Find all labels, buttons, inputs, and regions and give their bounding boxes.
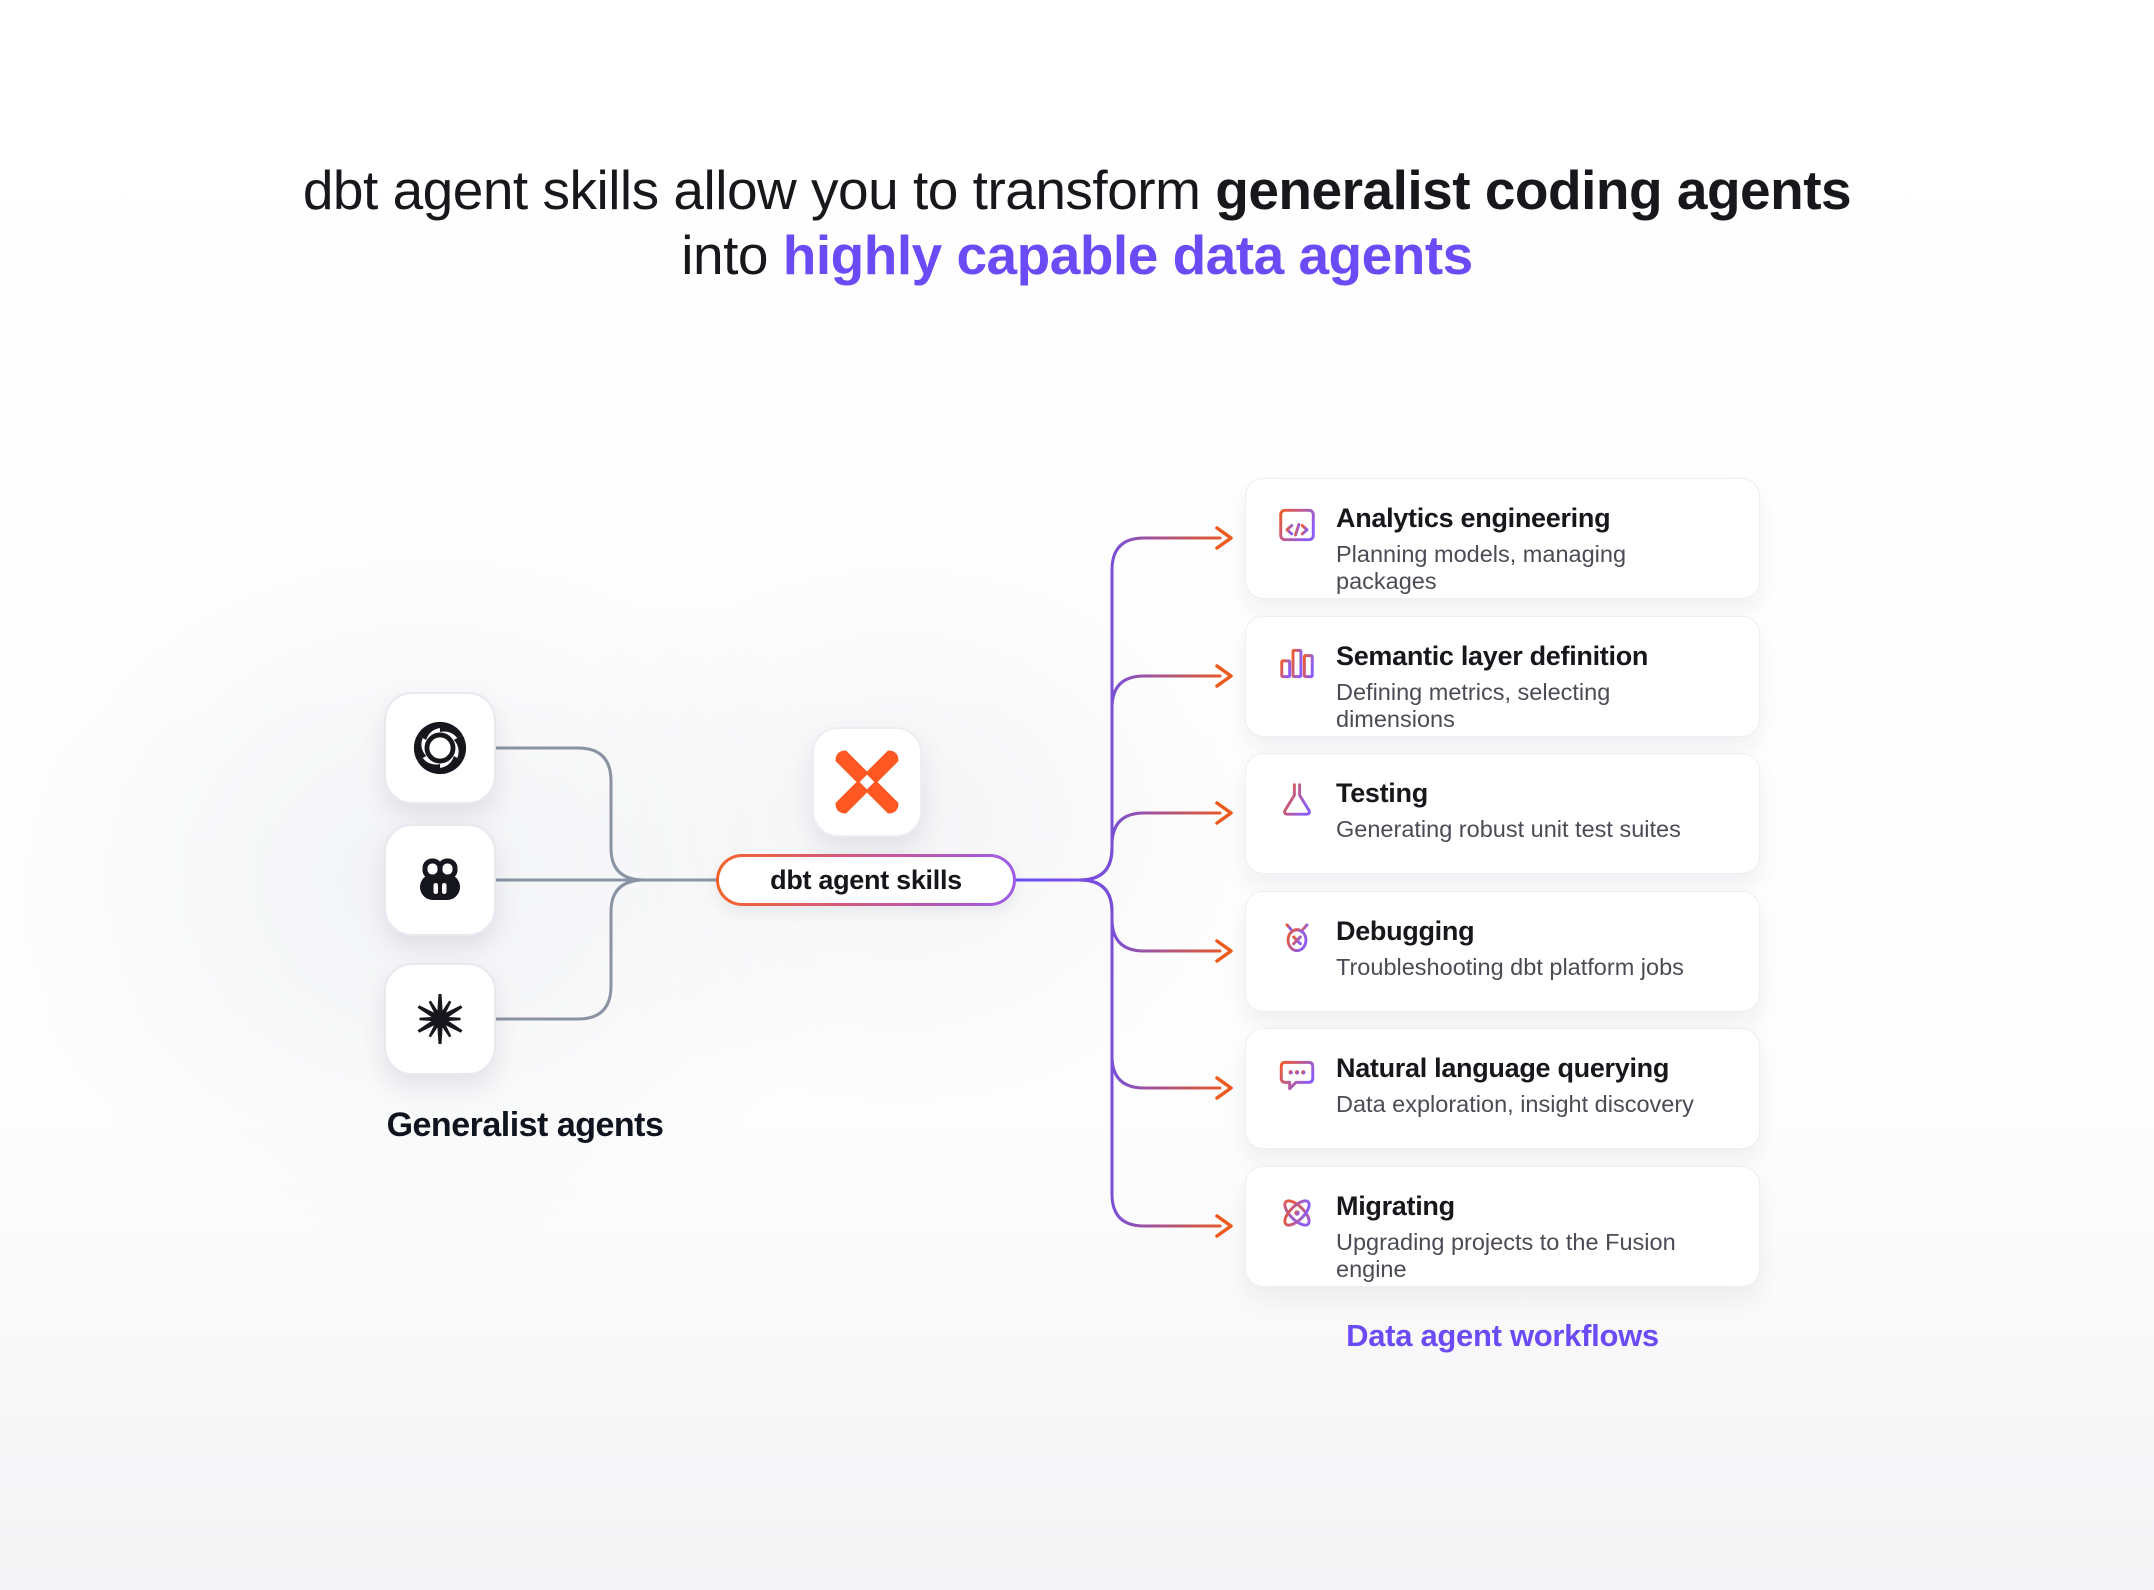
workflow-card-subtitle: Generating robust unit test suites (1336, 816, 1681, 842)
headline-line2: into highly capable data agents (0, 223, 2154, 288)
headline-line1: dbt agent skills allow you to transform … (0, 158, 2154, 223)
dbt-agent-skills-pill-label: dbt agent skills (719, 857, 1013, 903)
chat-bubble-icon (1276, 1054, 1318, 1096)
dbt-agent-skills-pill: dbt agent skills (716, 854, 1016, 906)
agent-tile-github-copilot (384, 824, 496, 936)
arrowheads (1215, 526, 1233, 1238)
generalist-agents-label: Generalist agents (386, 1106, 664, 1144)
workflow-card: Analytics engineering Planning models, m… (1245, 478, 1760, 599)
atom-icon (1276, 1192, 1318, 1234)
agent-tile-openai (384, 692, 496, 804)
workflow-card: Testing Generating robust unit test suit… (1245, 753, 1760, 874)
headline-line2-accent: highly capable data agents (782, 223, 1473, 286)
flask-icon (1276, 779, 1318, 821)
dbt-logo-tile (812, 727, 922, 837)
workflow-card-subtitle: Planning models, managing packages (1336, 541, 1627, 594)
openai-icon (411, 719, 469, 777)
headline: dbt agent skills allow you to transform … (0, 158, 2154, 288)
workflow-card: Natural language querying Data explorati… (1245, 1028, 1760, 1149)
workflow-card: Migrating Upgrading projects to the Fusi… (1245, 1166, 1760, 1287)
headline-line1-normal: dbt agent skills allow you to transform (302, 159, 1216, 221)
headline-line2-normal: into (681, 223, 783, 286)
agent-tile-claude (384, 963, 496, 1075)
workflow-card-title: Analytics engineering (1336, 503, 1611, 533)
workflow-card-subtitle: Defining metrics, selecting dimensions (1336, 679, 1611, 732)
workflow-card: Debugging Troubleshooting dbt platform j… (1245, 891, 1760, 1012)
workflow-card-subtitle: Troubleshooting dbt platform jobs (1336, 954, 1684, 980)
workflow-card-title: Semantic layer definition (1336, 641, 1649, 671)
bar-chart-icon (1276, 642, 1318, 684)
workflow-card-title: Testing (1336, 778, 1428, 808)
bug-icon (1276, 917, 1318, 959)
data-agent-workflows-label: Data agent workflows (1346, 1318, 1659, 1353)
code-window-icon (1276, 504, 1318, 546)
workflow-card-subtitle: Data exploration, insight discovery (1336, 1091, 1694, 1117)
gray-connectors (494, 746, 718, 1021)
workflow-card-title: Debugging (1336, 916, 1475, 946)
dbt-icon (832, 747, 902, 817)
gradient-branches (1014, 536, 1222, 1228)
workflow-card: Semantic layer definition Defining metri… (1245, 616, 1760, 737)
headline-line1-bold: generalist coding agents (1215, 159, 1852, 221)
github-copilot-icon (412, 852, 468, 908)
workflow-card-subtitle: Upgrading projects to the Fusion engine (1336, 1229, 1676, 1282)
claude-starburst-icon (412, 991, 468, 1047)
workflow-card-title: Migrating (1336, 1191, 1455, 1221)
workflow-card-title: Natural language querying (1336, 1053, 1670, 1083)
